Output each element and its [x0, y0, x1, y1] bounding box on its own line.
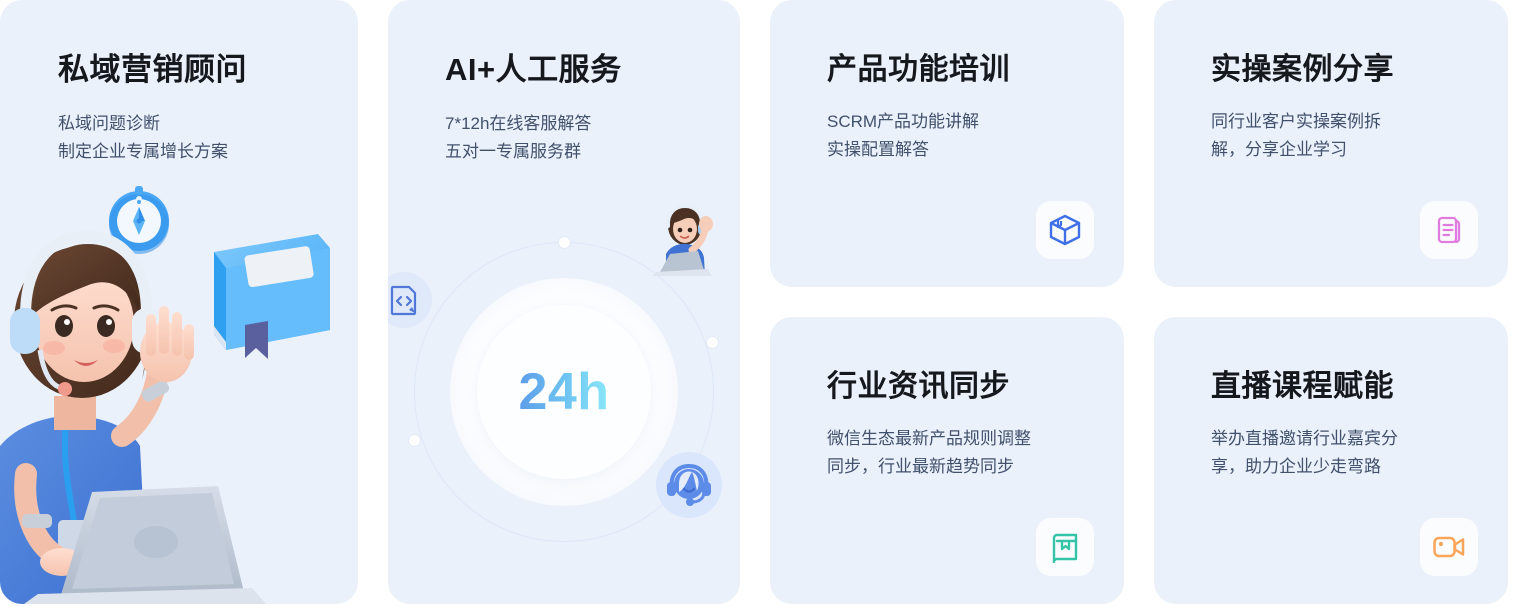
card-column-middle: 产品功能培训 SCRM产品功能讲解 实操配置解答 行业资讯同步 微信生态最新产品…	[770, 0, 1124, 604]
card-description-line-2: 五对一专属服务群	[445, 142, 581, 161]
card-title: 直播课程赋能	[1211, 370, 1394, 403]
support-headset-badge[interactable]	[656, 452, 722, 518]
orbit-dot-top	[559, 237, 570, 248]
agent-avatar-3d	[652, 203, 713, 276]
card-private-domain-consultant[interactable]: 私域营销顾问 私域问题诊断 制定企业专属增长方案	[0, 0, 358, 604]
compass-3d-icon	[109, 186, 169, 254]
card-description-line-2: 制定企业专属增长方案	[58, 142, 228, 161]
card-description-line-1: 7*12h在线客服解答	[445, 114, 592, 133]
card-description-line-1: 同行业客户实操案例拆	[1211, 112, 1381, 131]
card-description-line-1: 私域问题诊断	[58, 114, 160, 133]
card-column-right: 实操案例分享 同行业客户实操案例拆 解，分享企业学习 直播课程赋能 举办直播邀请…	[1154, 0, 1508, 604]
card-title: 实操案例分享	[1211, 53, 1394, 86]
card-description: 同行业客户实操案例拆 解，分享企业学习	[1211, 108, 1381, 164]
support-headset-icon	[667, 463, 711, 506]
card-description: 微信生态最新产品规则调整 同步，行业最新趋势同步	[827, 425, 1031, 481]
code-file-badge[interactable]	[388, 272, 432, 328]
laptop	[24, 486, 266, 604]
card-icon-tile[interactable]	[1036, 518, 1094, 576]
card-description-line-1: 微信生态最新产品规则调整	[827, 429, 1031, 448]
card-icon-tile[interactable]	[1420, 201, 1478, 259]
card-description-line-1: 举办直播邀请行业嘉宾分	[1211, 429, 1398, 448]
card-description: 举办直播邀请行业嘉宾分 享，助力企业少走弯路	[1211, 425, 1398, 481]
card-industry-news-sync[interactable]: 行业资讯同步 微信生态最新产品规则调整 同步，行业最新趋势同步	[770, 317, 1124, 604]
card-ai-human-service[interactable]: AI+人工服务 7*12h在线客服解答 五对一专属服务群 24h	[388, 0, 740, 604]
hours-circle: 24h	[477, 305, 651, 479]
card-icon-tile[interactable]	[1420, 518, 1478, 576]
code-file-icon	[390, 285, 417, 316]
card-title: 行业资讯同步	[827, 370, 1010, 403]
card-description-line-2: 享，助力企业少走弯路	[1211, 457, 1381, 476]
agent-character	[0, 230, 194, 604]
card-description: 私域问题诊断 制定企业专属增长方案	[58, 110, 228, 166]
cube-box-icon	[1049, 214, 1081, 246]
card-description-line-2: 实操配置解答	[827, 140, 929, 159]
orbit-graphic: 24h	[388, 203, 722, 542]
card-icon-tile[interactable]	[1036, 201, 1094, 259]
card-description-line-2: 解，分享企业学习	[1211, 140, 1347, 159]
card-title: AI+人工服务	[445, 52, 622, 87]
video-camera-icon	[1433, 536, 1465, 558]
orbit-dot-right	[707, 337, 718, 348]
card-live-course-enablement[interactable]: 直播课程赋能 举办直播邀请行业嘉宾分 享，助力企业少走弯路	[1154, 317, 1508, 604]
card-description-line-2: 同步，行业最新趋势同步	[827, 457, 1014, 476]
hours-label: 24h	[518, 363, 610, 421]
card-description: 7*12h在线客服解答 五对一专属服务群	[445, 110, 591, 166]
customer-service-agent-3d-illustration	[0, 186, 330, 604]
book-bookmark-icon	[1052, 533, 1078, 563]
card-description: SCRM产品功能讲解 实操配置解答	[827, 108, 979, 164]
card-case-study-sharing[interactable]: 实操案例分享 同行业客户实操案例拆 解，分享企业学习	[1154, 0, 1508, 287]
card-title: 私域营销顾问	[58, 52, 247, 87]
card-product-training[interactable]: 产品功能培训 SCRM产品功能讲解 实操配置解答	[770, 0, 1124, 287]
documents-icon	[1437, 216, 1461, 244]
card-title: 产品功能培训	[827, 53, 1010, 86]
card-description-line-1: SCRM产品功能讲解	[827, 112, 980, 131]
book-3d-icon	[214, 234, 330, 359]
orbit-dot-left	[409, 435, 420, 446]
